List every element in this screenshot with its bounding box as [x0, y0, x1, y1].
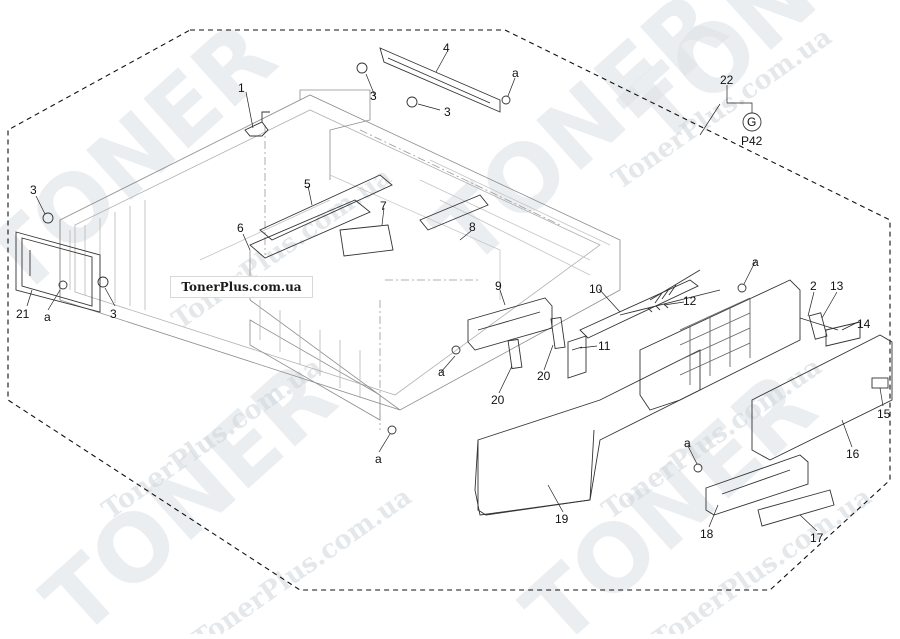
callout-3-mid: 3: [444, 105, 451, 119]
brand-label-box: TonerPlus.com.ua: [170, 276, 313, 298]
callout-20-a: 20: [537, 369, 551, 383]
callout-15: 15: [877, 407, 891, 421]
spring-coil: [649, 269, 701, 304]
part-20-pad-a: [507, 338, 523, 370]
part-6-sheet: [249, 199, 371, 259]
part-20-pad-b: [550, 316, 566, 350]
part-8-pad: [419, 194, 489, 231]
part-21-bracket: [15, 231, 101, 313]
callout-8: 8: [469, 220, 476, 234]
part-4-bracket: [379, 47, 501, 113]
reference-symbol: G: [747, 115, 756, 129]
inner-panel: [639, 279, 801, 411]
callout-16: 16: [846, 447, 860, 461]
part-19-face: [477, 429, 595, 516]
callout-12: 12: [683, 294, 697, 308]
callout-19: 19: [555, 512, 569, 526]
callout-22: 22: [720, 73, 734, 87]
screw-3-top: [356, 62, 368, 74]
callout-a-center: a: [438, 365, 445, 379]
part-11-plunger: [567, 335, 587, 379]
callout-3-top: 3: [370, 89, 377, 103]
part-14-plate: [825, 321, 861, 347]
screw-3-lower: [97, 276, 109, 288]
callout-a-bottom: a: [375, 452, 382, 466]
parts: [15, 47, 893, 527]
callout-9: 9: [495, 279, 502, 293]
part-13-clip: [808, 312, 828, 340]
part-9-guide: [467, 297, 553, 351]
part-10-arm: [579, 279, 699, 339]
callout-labels: 1 2 3 3 3 3 4 5 6 7 8 9 10 11 12 13 14 1…: [16, 41, 891, 545]
part-17-pad: [757, 489, 835, 527]
screw-a-right-lower: [693, 463, 703, 473]
callout-11: 11: [598, 339, 611, 353]
callout-6: 6: [237, 221, 244, 235]
callout-1: 1: [238, 81, 245, 95]
screw-a-right-upper: [737, 283, 747, 293]
tray-frame: [59, 89, 621, 430]
callout-13: 13: [830, 279, 844, 293]
callout-10: 10: [589, 282, 603, 296]
screw-a-top: [501, 95, 511, 105]
callout-5: 5: [304, 177, 311, 191]
part-19-cover: [474, 349, 701, 516]
inner-panel-grid: [679, 297, 751, 385]
callout-3-left: 3: [30, 183, 37, 197]
callout-14: 14: [857, 317, 871, 331]
brand-label: TonerPlus.com.ua: [181, 280, 302, 294]
part-1-lever: [244, 111, 270, 137]
callout-18: 18: [700, 527, 714, 541]
part-2-pin: [799, 317, 839, 331]
callout-a-right-upper: a: [752, 255, 759, 269]
screw-3-left: [42, 212, 54, 224]
screw-a-left: [58, 280, 68, 290]
callout-17: 17: [810, 531, 824, 545]
callout-a-top: a: [512, 66, 519, 80]
callout-2: 2: [810, 279, 817, 293]
screw-a-center: [451, 345, 461, 355]
part-7-sheet: [339, 224, 394, 257]
screw-a-bottom: [387, 425, 397, 435]
leader-lines: [26, 51, 884, 532]
part-12-spring: [619, 289, 721, 316]
callout-20-b: 20: [491, 393, 505, 407]
callout-3-lower: 3: [110, 307, 117, 321]
reference-page: P42: [741, 134, 763, 148]
callout-a-left: a: [44, 310, 51, 324]
part-18-bracket: [705, 454, 809, 516]
callout-4: 4: [443, 41, 450, 55]
callout-21: 21: [16, 307, 30, 321]
callout-7: 7: [380, 199, 387, 213]
part-5-sheet: [259, 174, 393, 241]
part-16-cover: [751, 334, 893, 461]
screw-3-mid: [406, 96, 418, 108]
callout-a-right-lower: a: [684, 436, 691, 450]
watermark-site-1: TonerPlus.com.ua: [167, 162, 398, 336]
part-15-label: [871, 377, 889, 389]
